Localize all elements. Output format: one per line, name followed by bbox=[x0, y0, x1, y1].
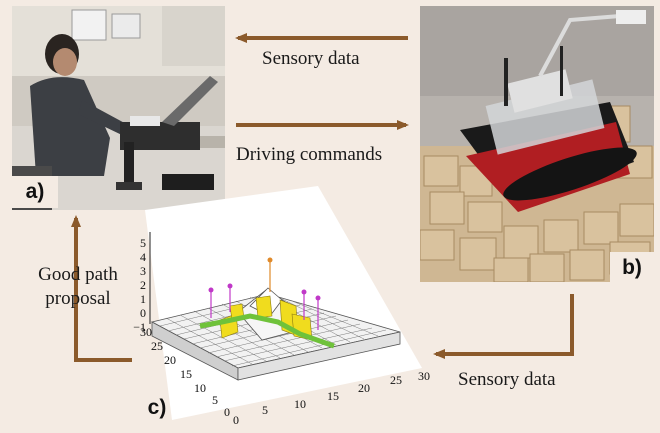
y-tick-label: 5 bbox=[212, 393, 218, 407]
y-tick-label: 15 bbox=[180, 367, 192, 381]
z-tick-label: 5 bbox=[140, 236, 146, 250]
caption-driving-commands: Driving commands bbox=[236, 144, 383, 165]
panel-label-c: c) bbox=[147, 396, 167, 419]
z-tick-label: −1 bbox=[133, 320, 146, 334]
caption-good-path-proposal: Good path proposal bbox=[38, 264, 118, 309]
z-tick-label: 4 bbox=[140, 250, 146, 264]
x-tick-label: 15 bbox=[327, 389, 339, 403]
arrow-robot-to-plot bbox=[433, 294, 574, 359]
x-tick-label: 0 bbox=[233, 413, 239, 427]
caption-sensory-data-bottom: Sensory data bbox=[458, 369, 556, 390]
x-tick-label: 10 bbox=[294, 397, 306, 411]
elevation-plot bbox=[145, 186, 422, 420]
z-tick-label: 0 bbox=[140, 306, 146, 320]
tracked-robot-photo bbox=[420, 6, 654, 282]
x-tick-label: 30 bbox=[418, 369, 430, 383]
y-tick-label: 10 bbox=[194, 381, 206, 395]
panel-label-b: b) bbox=[610, 252, 654, 284]
y-tick-label: 30 bbox=[140, 325, 152, 339]
caption-sensory-data-top: Sensory data bbox=[262, 48, 360, 69]
y-tick-label: 20 bbox=[164, 353, 176, 367]
arrow-plot-to-operator bbox=[71, 215, 132, 362]
x-tick-label: 25 bbox=[390, 373, 402, 387]
z-tick-label: 1 bbox=[140, 292, 146, 306]
z-tick-label: 3 bbox=[140, 264, 146, 278]
x-tick-label: 5 bbox=[262, 403, 268, 417]
y-tick-label: 0 bbox=[224, 405, 230, 419]
y-tick-label: 25 bbox=[151, 339, 163, 353]
x-tick-label: 20 bbox=[358, 381, 370, 395]
z-tick-label: 2 bbox=[140, 278, 146, 292]
panel-label-a: a) bbox=[12, 176, 58, 208]
